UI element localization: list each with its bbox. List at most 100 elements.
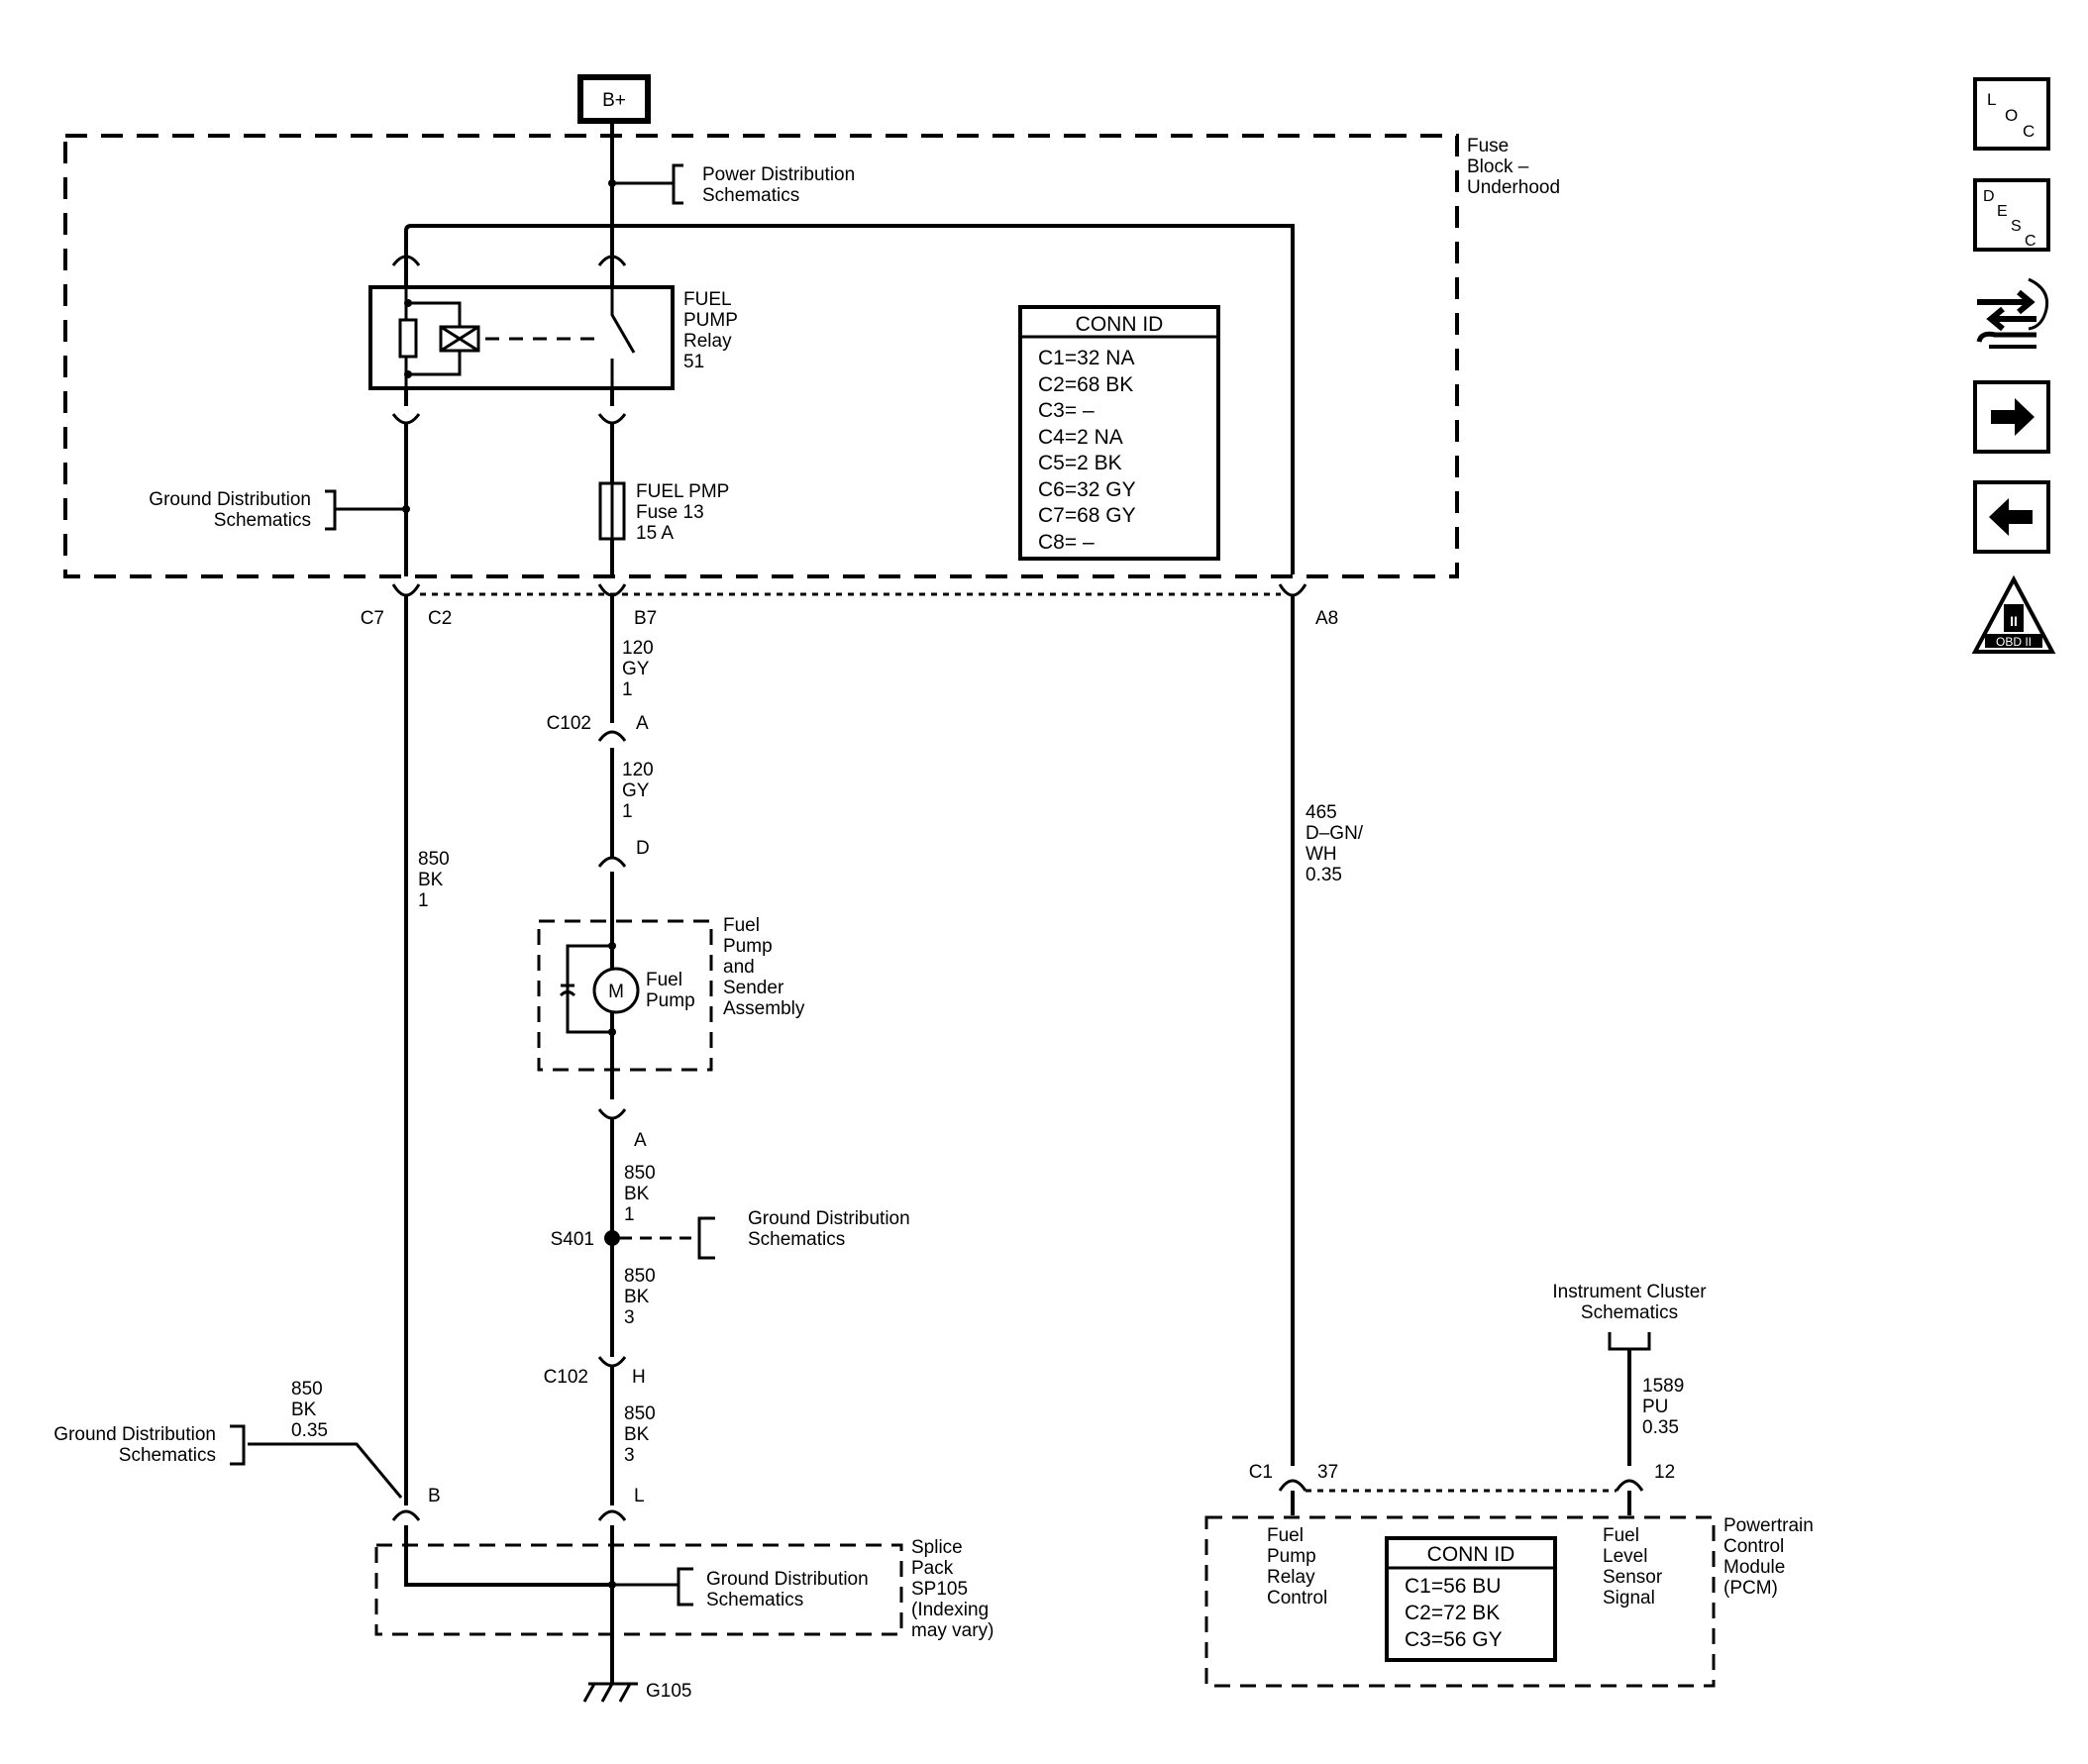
connector-c102-a: C102 bbox=[547, 713, 591, 734]
svg-text:S: S bbox=[2011, 218, 2022, 235]
svg-text:Ground Distribution: Ground Distribution bbox=[53, 1424, 216, 1445]
svg-text:Pump: Pump bbox=[1267, 1546, 1316, 1567]
svg-text:BK: BK bbox=[624, 1424, 650, 1445]
svg-text:GY: GY bbox=[622, 780, 650, 801]
svg-text:Schematics: Schematics bbox=[1581, 1302, 1678, 1323]
svg-text:Assembly: Assembly bbox=[723, 998, 805, 1019]
svg-text:850: 850 bbox=[291, 1379, 323, 1400]
instrument-cluster-ref: Instrument Cluster Schematics bbox=[1552, 1282, 1707, 1323]
svg-text:Schematics: Schematics bbox=[119, 1445, 216, 1466]
svg-text:OBD II: OBD II bbox=[1996, 635, 2032, 649]
svg-text:(Indexing: (Indexing bbox=[911, 1600, 989, 1620]
ground-g105-label: G105 bbox=[646, 1681, 691, 1702]
connector-icon[interactable] bbox=[1973, 272, 2050, 362]
pcm-conn-id: CONN ID C1=56 BU C2=72 BK C3=56 GY bbox=[1385, 1536, 1557, 1662]
svg-text:850: 850 bbox=[624, 1163, 656, 1184]
fuel-pump-relay: FUEL PUMP Relay 51 bbox=[368, 285, 738, 390]
connector-c1: C1 bbox=[1249, 1462, 1273, 1483]
svg-text:may vary): may vary) bbox=[911, 1620, 993, 1641]
svg-text:Fuel: Fuel bbox=[1267, 1525, 1304, 1546]
svg-text:850: 850 bbox=[624, 1266, 656, 1287]
svg-text:Relay: Relay bbox=[683, 331, 732, 352]
fuel-pump-motor-icon bbox=[592, 967, 640, 1014]
svg-text:D: D bbox=[1983, 188, 1995, 205]
svg-text:1: 1 bbox=[624, 1204, 635, 1225]
splice-pack-sp105: Ground Distribution Schematics Splice Pa… bbox=[374, 1525, 993, 1684]
svg-text:Fuse: Fuse bbox=[1467, 136, 1509, 156]
arrow-right-icon[interactable] bbox=[1973, 380, 2050, 454]
svg-text:BK: BK bbox=[418, 870, 444, 890]
svg-text:C1=32 NA: C1=32 NA bbox=[1038, 347, 1134, 369]
svg-text:51: 51 bbox=[683, 352, 704, 372]
svg-text:0.35: 0.35 bbox=[1642, 1417, 1679, 1438]
loc-button[interactable]: L O C bbox=[1973, 77, 2050, 151]
ground-distribution-ref-3: Ground Distribution Schematics bbox=[53, 1424, 216, 1466]
battery-label: B+ bbox=[602, 90, 626, 111]
wire-120-gy-label-2: 120 GY 1 bbox=[622, 760, 654, 822]
svg-text:C6=32 GY: C6=32 GY bbox=[1038, 478, 1136, 501]
connector-c102-h: C102 bbox=[544, 1367, 588, 1388]
svg-text:Splice: Splice bbox=[911, 1537, 963, 1558]
ground-distribution-ref-1: Ground Distribution Schematics bbox=[149, 489, 311, 531]
fuse-block-label: Fuse Block – Underhood bbox=[1467, 136, 1560, 198]
pin-a: A bbox=[636, 713, 649, 734]
svg-text:3: 3 bbox=[624, 1307, 635, 1328]
obd-ii-icon[interactable]: II OBD II bbox=[1971, 574, 2056, 654]
svg-text:II: II bbox=[2010, 613, 2018, 629]
svg-text:WH: WH bbox=[1305, 844, 1337, 865]
svg-text:FUEL PMP: FUEL PMP bbox=[636, 481, 729, 502]
svg-text:C4=2 NA: C4=2 NA bbox=[1038, 426, 1123, 449]
svg-text:Schematics: Schematics bbox=[748, 1229, 845, 1250]
ground-distribution-ref-2: Ground Distribution Schematics bbox=[748, 1208, 910, 1250]
svg-text:L: L bbox=[1987, 90, 1996, 109]
svg-text:FUEL: FUEL bbox=[683, 289, 732, 310]
wire-1589-label: 1589 PU 0.35 bbox=[1642, 1376, 1684, 1438]
svg-text:E: E bbox=[1997, 203, 2008, 220]
svg-text:SP105: SP105 bbox=[911, 1579, 968, 1600]
svg-text:CONN ID: CONN ID bbox=[1076, 313, 1164, 336]
wire-850-bk-035-label: 850 BK 0.35 bbox=[291, 1379, 328, 1441]
battery-terminal: B+ bbox=[577, 74, 651, 124]
svg-text:C3= –: C3= – bbox=[1038, 399, 1095, 422]
svg-text:Block –: Block – bbox=[1467, 156, 1529, 177]
desc-button[interactable]: D E S C bbox=[1973, 178, 2050, 252]
fuel-pump-fuse: FUEL PMP Fuse 13 15 A bbox=[598, 481, 729, 544]
svg-text:1: 1 bbox=[622, 679, 633, 700]
wire-850-bk-left-label: 850 BK 1 bbox=[418, 849, 450, 911]
arrow-left-icon[interactable] bbox=[1973, 480, 2050, 554]
ground-g105-icon: G105 bbox=[582, 1681, 691, 1703]
splice-s401-label: S401 bbox=[551, 1229, 594, 1250]
fuel-pump-and-sender-assembly: M Fuel Pump Fuel Pump and Sender Assembl… bbox=[537, 915, 805, 1099]
pin-d: D bbox=[636, 838, 650, 859]
connector-b7: B7 bbox=[634, 608, 657, 629]
svg-text:PUMP: PUMP bbox=[683, 310, 738, 331]
svg-text:Fuse 13: Fuse 13 bbox=[636, 502, 704, 523]
svg-text:BK: BK bbox=[291, 1400, 317, 1420]
pcm-module: Fuel Pump Relay Control Fuel Level Senso… bbox=[1204, 1515, 1814, 1688]
svg-text:Schematics: Schematics bbox=[214, 510, 311, 531]
svg-text:Module: Module bbox=[1723, 1557, 1785, 1578]
svg-text:C: C bbox=[2023, 122, 2035, 141]
svg-text:C1=56 BU: C1=56 BU bbox=[1405, 1575, 1501, 1598]
pin-h: H bbox=[632, 1367, 646, 1388]
svg-text:Control: Control bbox=[1267, 1588, 1327, 1608]
svg-text:Level: Level bbox=[1603, 1546, 1647, 1567]
connector-a8: A8 bbox=[1315, 608, 1338, 629]
splice-s401 bbox=[604, 1230, 620, 1246]
svg-text:C2=72 BK: C2=72 BK bbox=[1405, 1602, 1500, 1624]
svg-text:Powertrain: Powertrain bbox=[1723, 1515, 1814, 1536]
svg-text:1589: 1589 bbox=[1642, 1376, 1684, 1397]
svg-text:Fuel: Fuel bbox=[646, 970, 682, 990]
pin-37: 37 bbox=[1317, 1462, 1338, 1483]
svg-text:465: 465 bbox=[1305, 802, 1337, 823]
svg-text:120: 120 bbox=[622, 760, 654, 780]
svg-text:and: and bbox=[723, 957, 755, 978]
svg-text:Schematics: Schematics bbox=[702, 185, 799, 206]
svg-text:C5=2 BK: C5=2 BK bbox=[1038, 452, 1122, 474]
svg-text:C3=56 GY: C3=56 GY bbox=[1405, 1628, 1503, 1651]
power-distribution-ref: Power Distribution Schematics bbox=[702, 164, 855, 206]
svg-text:850: 850 bbox=[418, 849, 450, 870]
wire-850-bk-s401-label: 850 BK 3 bbox=[624, 1266, 656, 1328]
svg-text:(PCM): (PCM) bbox=[1723, 1578, 1778, 1599]
